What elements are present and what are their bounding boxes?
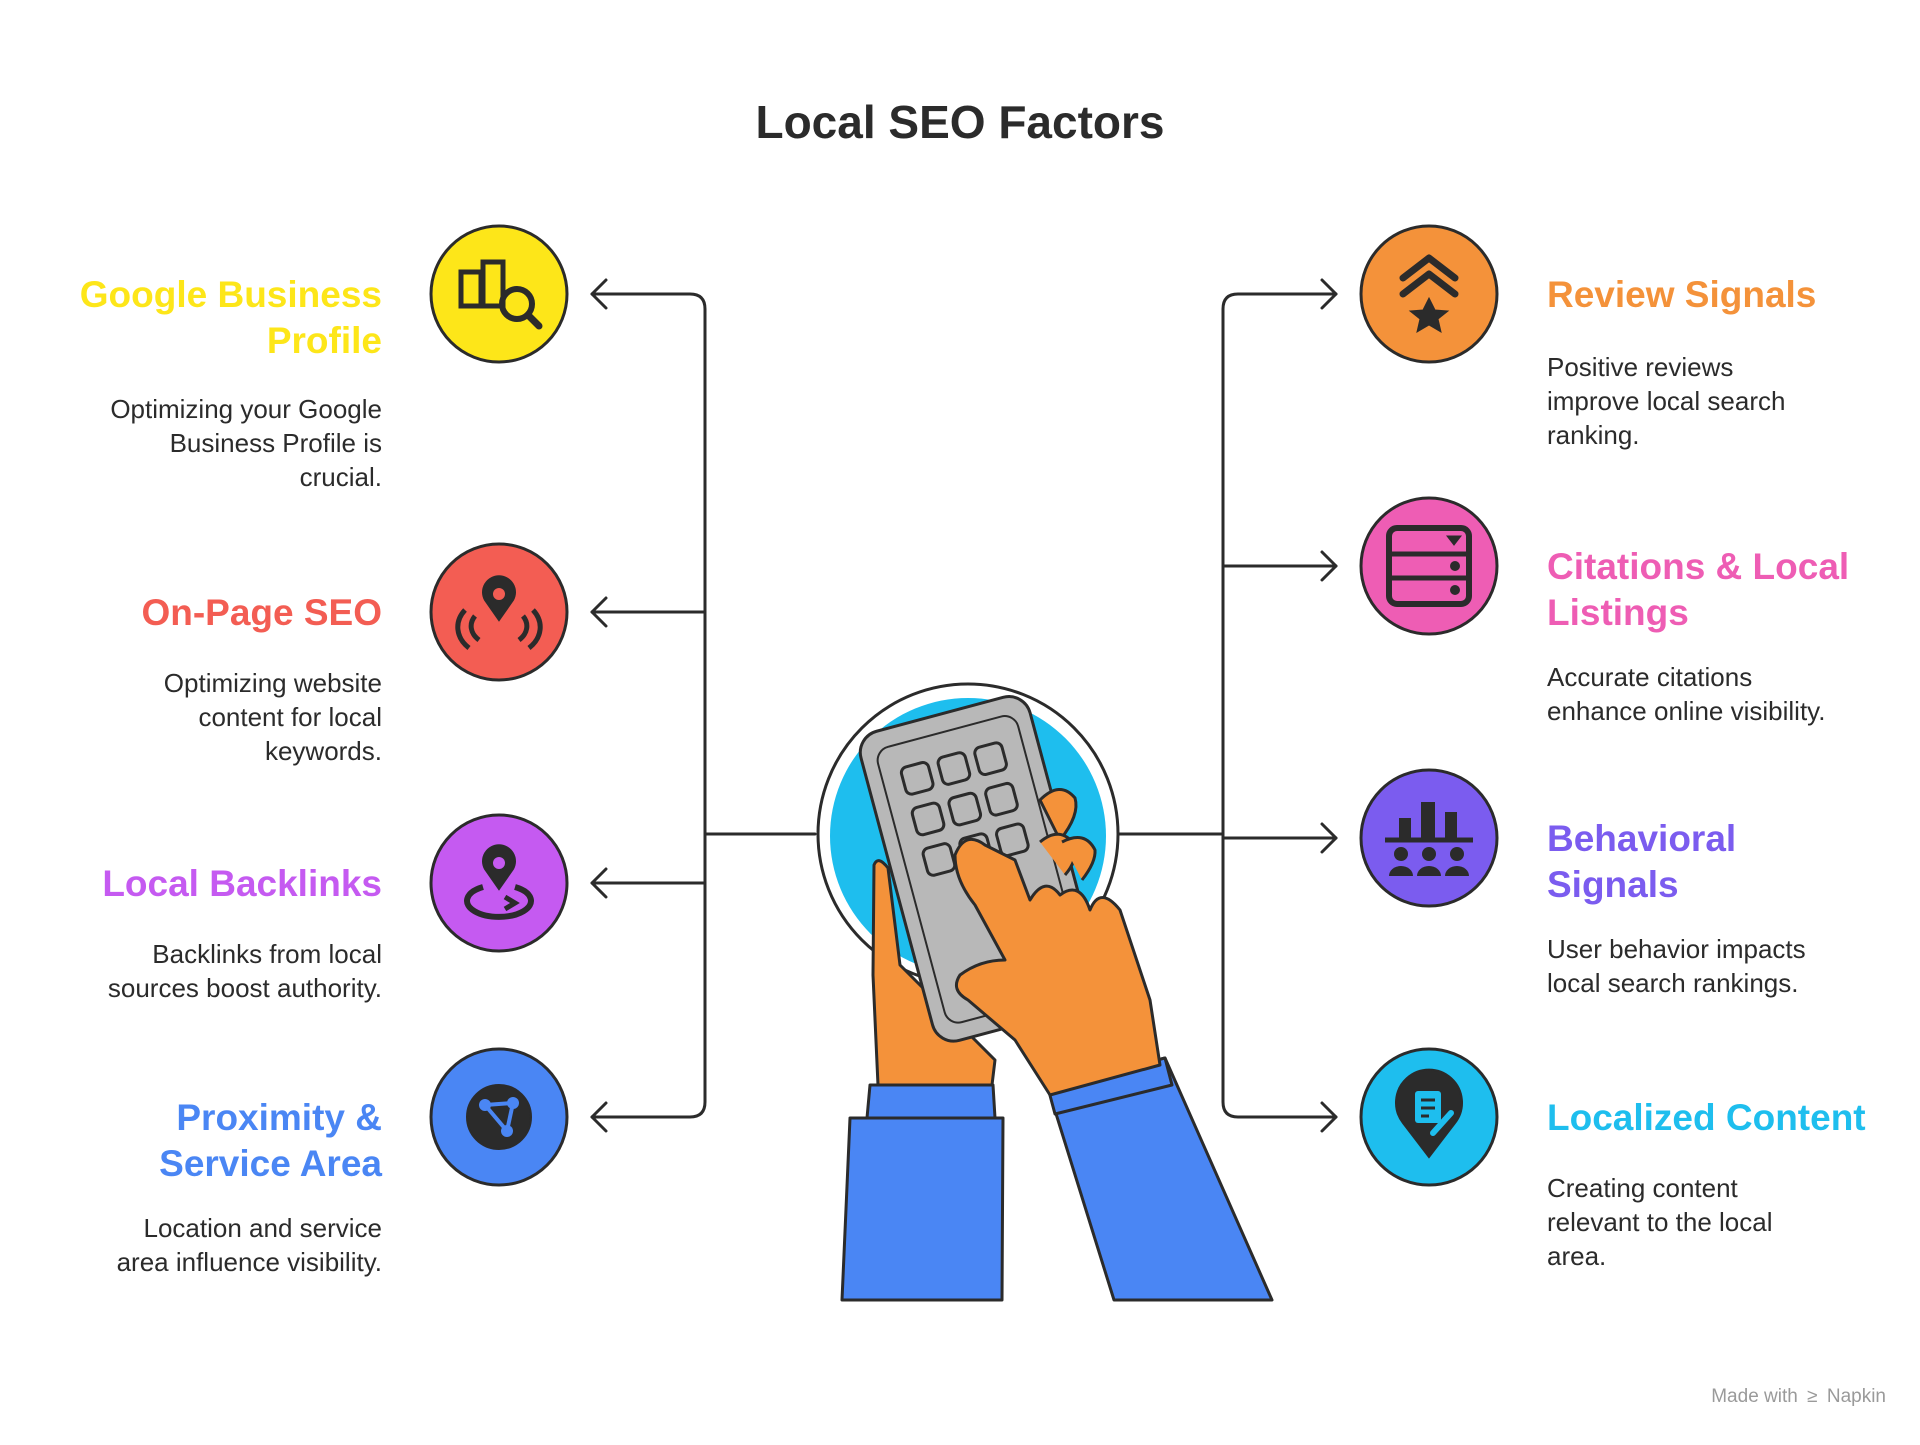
description-line: ranking. xyxy=(1547,420,1640,450)
description-line: Creating content xyxy=(1547,1173,1738,1203)
title-line: Signals xyxy=(1547,864,1679,905)
description-line: local search rankings. xyxy=(1547,968,1799,998)
footer-brand: Napkin xyxy=(1826,1386,1886,1407)
title-line: Google Business xyxy=(79,274,382,315)
location-signal-icon xyxy=(455,575,543,650)
left-item-title-3: Proximity & Service Area xyxy=(60,1095,382,1187)
title-line: Service Area xyxy=(159,1143,382,1184)
title-line: Proximity & xyxy=(176,1097,382,1138)
title-line: On-Page SEO xyxy=(141,592,382,633)
description-line: Accurate citations xyxy=(1547,662,1753,692)
napkin-logo-icon: ≥ xyxy=(1807,1386,1818,1407)
hands-phone-illustration xyxy=(816,682,1274,1302)
description-line: enhance online visibility. xyxy=(1547,696,1826,726)
description-line: User behavior impacts xyxy=(1547,934,1806,964)
title-line: Localized Content xyxy=(1547,1097,1866,1138)
description-line: area. xyxy=(1547,1241,1607,1271)
rank-star-icon xyxy=(1399,254,1459,334)
description-line: improve local search xyxy=(1547,386,1786,416)
network-globe-icon xyxy=(466,1084,532,1150)
right-item-title-0: Review Signals xyxy=(1547,272,1887,318)
left-item-title-2: Local Backlinks xyxy=(60,861,382,907)
description-line: sources boost authority. xyxy=(107,973,382,1003)
page-title: Local SEO Factors xyxy=(755,96,1165,148)
title-line: Listings xyxy=(1547,592,1689,633)
right-item-description-3: Creating content relevant to the local are… xyxy=(1547,1171,1887,1273)
left-item-description-3: Location and service area influence visib… xyxy=(60,1211,382,1279)
left-connectors xyxy=(590,278,817,1133)
right-connectors xyxy=(1113,278,1338,1133)
right-item-description-1: Accurate citations enhance online visibil… xyxy=(1547,660,1887,728)
left-item-description-2: Backlinks from local sources boost author… xyxy=(60,937,382,1005)
description-line: Business Profile is xyxy=(169,428,382,458)
description-line: crucial. xyxy=(299,462,382,492)
description-line: keywords. xyxy=(264,736,382,766)
building-search-icon xyxy=(458,259,543,330)
right-icon-circle-1 xyxy=(1359,496,1499,636)
title-line: Review Signals xyxy=(1547,274,1817,315)
title-line: Citations & Local xyxy=(1547,546,1850,587)
title-line: Local Backlinks xyxy=(102,863,382,904)
left-item-title-1: On-Page SEO xyxy=(60,590,382,636)
left-icon-circle-0 xyxy=(429,224,569,364)
icon-circles xyxy=(429,224,1499,1187)
location-document-icon xyxy=(1395,1068,1463,1159)
right-item-description-0: Positive reviews improve local search rank… xyxy=(1547,350,1887,452)
footer-text: Made with xyxy=(1711,1386,1798,1407)
description-line: Backlinks from local xyxy=(152,939,382,969)
description-line: Location and service xyxy=(143,1213,382,1243)
right-icon-circle-0 xyxy=(1359,224,1499,364)
right-item-title-3: Localized Content xyxy=(1547,1095,1887,1141)
listing-panel-icon xyxy=(1386,525,1472,607)
footer-credit[interactable]: Made with ≥ Napkin xyxy=(1711,1386,1886,1408)
description-line: content for local xyxy=(198,702,382,732)
description-line: relevant to the local xyxy=(1547,1207,1773,1237)
title-line: Profile xyxy=(266,320,382,361)
location-orbit-icon xyxy=(464,844,534,920)
users-chart-icon xyxy=(1385,802,1473,876)
title-line: Behavioral xyxy=(1547,818,1737,859)
description-line: Optimizing website xyxy=(163,668,382,698)
description-line: area influence visibility. xyxy=(116,1247,382,1277)
left-item-description-1: Optimizing website content for local keywo… xyxy=(60,666,382,768)
description-line: Positive reviews xyxy=(1547,352,1734,382)
description-line: Optimizing your Google xyxy=(110,394,382,424)
right-item-description-2: User behavior impacts local search rankin… xyxy=(1547,932,1887,1000)
